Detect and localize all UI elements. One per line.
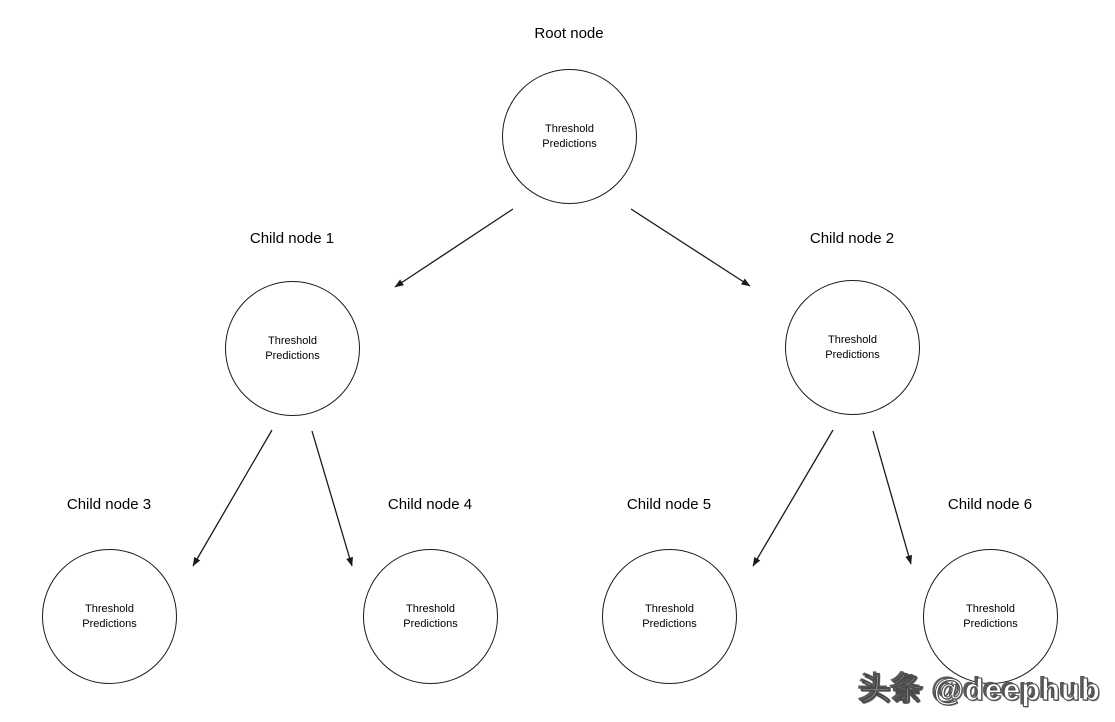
node-label-child6: Child node 6 bbox=[947, 496, 1033, 513]
arrow-child1-to-child4 bbox=[311, 430, 353, 567]
arrow-child2-to-child5 bbox=[752, 429, 834, 567]
node-circle-child4: Threshold Predictions bbox=[363, 549, 498, 684]
node-circle-text: Threshold Predictions bbox=[642, 602, 697, 630]
node-circle-text: Threshold Predictions bbox=[265, 334, 320, 362]
node-circle-root: Threshold Predictions bbox=[502, 69, 637, 204]
node-label-child2: Child node 2 bbox=[809, 230, 895, 247]
node-circle-child6: Threshold Predictions bbox=[923, 549, 1058, 684]
arrow-root-to-child2 bbox=[630, 208, 751, 287]
node-circle-text: Threshold Predictions bbox=[825, 333, 880, 361]
node-label-child1: Child node 1 bbox=[249, 230, 335, 247]
node-circle-child5: Threshold Predictions bbox=[602, 549, 737, 684]
node-label-child5: Child node 5 bbox=[626, 496, 712, 513]
node-circle-child3: Threshold Predictions bbox=[42, 549, 177, 684]
node-circle-child1: Threshold Predictions bbox=[225, 281, 360, 416]
node-label-child4: Child node 4 bbox=[387, 496, 473, 513]
arrow-root-to-child1 bbox=[394, 208, 514, 288]
arrow-child1-to-child3 bbox=[192, 429, 273, 567]
node-circle-text: Threshold Predictions bbox=[542, 122, 597, 150]
node-circle-text: Threshold Predictions bbox=[403, 602, 458, 630]
watermark: 头条 @deephub bbox=[859, 672, 1101, 708]
node-label-child3: Child node 3 bbox=[66, 496, 152, 513]
node-circle-text: Threshold Predictions bbox=[963, 602, 1018, 630]
node-circle-text: Threshold Predictions bbox=[82, 602, 137, 630]
node-circle-child2: Threshold Predictions bbox=[785, 280, 920, 415]
arrow-child2-to-child6 bbox=[872, 430, 913, 565]
node-label-root: Root node bbox=[534, 25, 604, 42]
